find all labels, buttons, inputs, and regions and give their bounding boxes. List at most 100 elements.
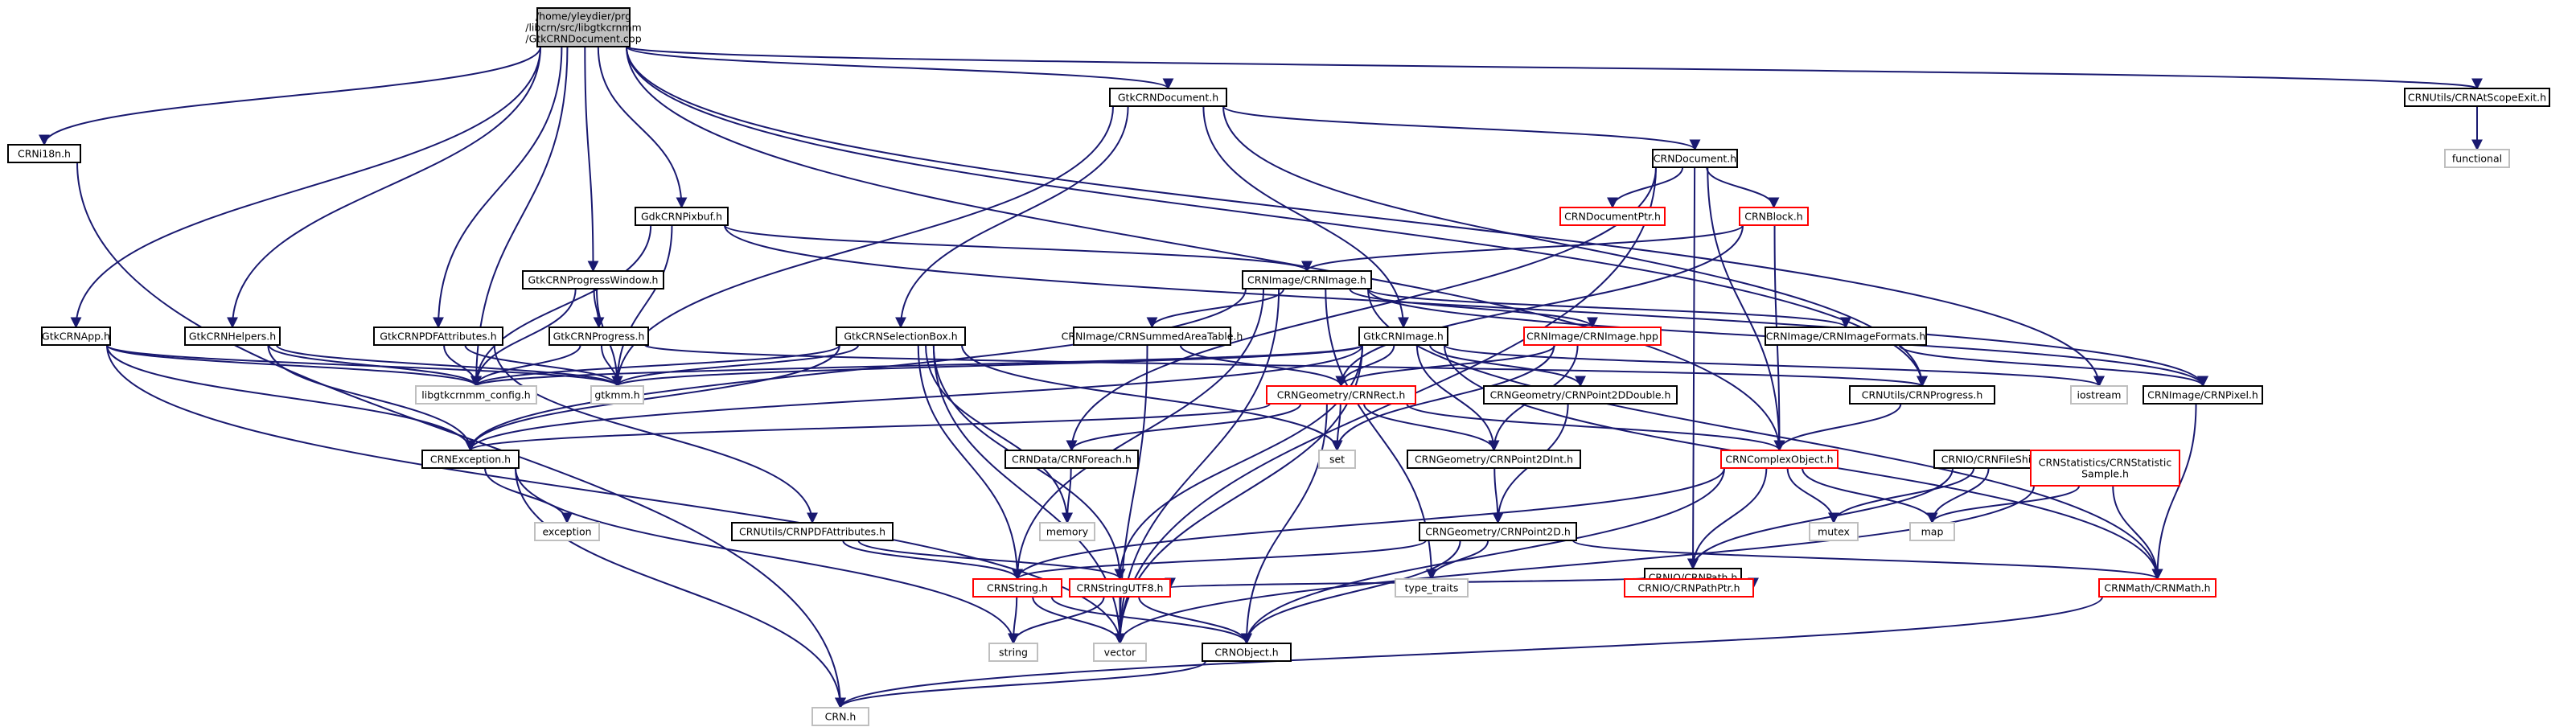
edge [1687,467,1768,570]
node-label: CRNImage/CRNSummedAreaTable.h [1062,331,1243,343]
node-type_traits[interactable]: type_traits [1395,578,1469,598]
node-gtkcrnprogress[interactable]: GtkCRNProgress.h [548,327,649,346]
edge-crnforeach-to-memory [1062,467,1074,524]
node-box [1523,327,1662,346]
node-summedarea[interactable]: CRNImage/CRNSummedAreaTable.h [1062,327,1243,346]
edge [1008,596,1105,645]
edge [1707,166,1785,452]
edge-gtkcrnpdfattr-to-gtkmm [464,344,623,388]
node-label: GtkCRNImage.h [1363,331,1444,343]
edge [470,288,577,388]
edge-crndocument-to-vector [1114,166,1657,645]
node-gdkcrnpixbuf[interactable]: GdkCRNPixbuf.h [635,207,729,226]
node-label: functional [2452,153,2502,165]
node-gtkcrndocument[interactable]: GtkCRNDocument.h [1109,88,1227,107]
node-box [1242,270,1372,290]
node-crnforeach[interactable]: CRNData/CRNForeach.h [1005,450,1139,469]
node-crnpixel[interactable]: CRNImage/CRNPixel.h [2143,385,2263,405]
node-crnimagehpp[interactable]: CRNImage/CRNImage.hpp [1523,327,1662,346]
node-label: CRNUtils/CRNProgress.h [1862,389,1983,401]
edge-complexobject-to-map [1802,467,1938,524]
node-label: GtkCRNProgress.h [553,331,645,343]
edge [268,344,482,388]
node-gtkcrnprogresswin[interactable]: GtkCRNProgressWindow.h [522,270,664,290]
node-box [1483,385,1678,405]
node-crni18n[interactable]: CRNi18n.h [7,144,81,163]
edge [593,288,605,329]
edge-point2d-to-type_traits [1426,540,1489,581]
node-exception[interactable]: exception [534,522,600,541]
node-libgtkconfig[interactable]: libgtkcrnmm_config.h [415,385,537,405]
node-box [1419,522,1577,541]
node-gtkcrnhelpers[interactable]: GtkCRNHelpers.h [184,327,281,346]
edge-crnexception-to-string [515,467,1019,645]
edge [106,344,482,388]
node-crnstring[interactable]: CRNString.h [972,578,1062,598]
edge [1114,166,1657,645]
node-crnrect[interactable]: CRNGeometry/CRNRect.h [1266,385,1416,405]
edge [1114,288,1280,645]
edge [1066,403,1302,452]
edge [1363,403,1500,452]
node-crnobject[interactable]: CRNObject.h [1202,643,1292,662]
node-vector[interactable]: vector [1093,643,1147,662]
node-gtkcrnimage[interactable]: GtkCRNImage.h [1358,327,1448,346]
node-crndocumentptr[interactable]: CRNDocumentPtr.h [1559,207,1666,226]
node-box [1069,578,1171,598]
edge-complexobject-to-crnobject [1241,467,1725,645]
node-gtkcrnapp[interactable]: GtkCRNApp.h [41,327,111,346]
node-functional[interactable]: functional [2444,149,2510,168]
node-crnatscopeexit[interactable]: CRNUtils/CRNAtScopeExit.h [2404,88,2550,107]
node-string[interactable]: string [988,643,1038,662]
node-label: /GtkCRNDocument.cpp [525,33,641,45]
node-box [1039,522,1095,541]
node-crnexception[interactable]: CRNException.h [421,450,520,469]
node-crnstringutf8[interactable]: CRNStringUTF8.h [1069,578,1171,598]
node-gtkcrnselbox[interactable]: GtkCRNSelectionBox.h [836,327,966,346]
node-memory[interactable]: memory [1039,522,1095,541]
node-point2dint[interactable]: CRNGeometry/CRNPoint2DInt.h [1407,450,1581,469]
node-box [415,385,537,405]
node-mutex[interactable]: mutex [1809,522,1859,541]
node-label: CRNStringUTF8.h [1077,582,1164,594]
node-complexobject[interactable]: CRNComplexObject.h [1720,450,1839,469]
edge-crnobject-to-crnh [835,660,1206,709]
node-pdfattributes[interactable]: CRNUtils/CRNPDFAttributes.h [731,522,894,541]
node-crnblock[interactable]: CRNBlock.h [1739,207,1809,226]
node-iostream[interactable]: iostream [2070,385,2128,405]
node-crnimage[interactable]: CRNImage/CRNImage.h [1242,270,1372,290]
node-box [1093,643,1147,662]
node-map[interactable]: map [1909,522,1955,541]
edge [1406,403,1785,452]
node-box [836,327,966,346]
edge-root-to-gtkcrnprogresswin [584,46,599,273]
edge [611,344,1363,388]
node-crndocument[interactable]: CRNDocument.h [1652,149,1738,168]
node-root[interactable]: /home/yleydier/prg/libcrn/src/libgtkcrnm… [525,7,642,47]
node-box [1765,327,1927,346]
node-crnmath[interactable]: CRNMath/CRNMath.h [2098,578,2217,598]
edge-gdkcrnpixbuf-to-libgtkconfig [470,224,652,388]
node-point2d[interactable]: CRNGeometry/CRNPoint2D.h [1419,522,1577,541]
edge-crnrect-to-crnexception [465,403,1271,452]
edge-gtkcrnprogresswin-to-libgtkconfig [470,288,577,388]
edge-point2d-to-crnstring [1012,540,1427,581]
edge-crnrect-to-complexobject [1406,403,1785,452]
node-crnh[interactable]: CRN.h [811,707,869,726]
edge [470,344,840,388]
node-box [421,450,520,469]
node-crnpathptr[interactable]: CRNIO/CRNPathPtr.h [1624,578,1754,598]
edge [1062,467,1074,524]
edge [895,105,1129,329]
node-imageformats[interactable]: CRNImage/CRNImageFormats.h [1765,327,1927,346]
edge-root-to-crni18n [39,46,541,146]
node-gtkmm[interactable]: gtkmm.h [590,385,644,405]
edge-gtkcrnapp-to-gtkmm [106,344,623,388]
node-crnprogress[interactable]: CRNUtils/CRNProgress.h [1849,385,1995,405]
edge [106,344,623,388]
edge [515,467,1019,645]
node-set[interactable]: set [1318,450,1356,469]
node-point2ddouble[interactable]: CRNGeometry/CRNPoint2DDouble.h [1483,385,1678,405]
node-gtkcrnpdfattr[interactable]: GtkCRNPDFAttributes.h [373,327,503,346]
